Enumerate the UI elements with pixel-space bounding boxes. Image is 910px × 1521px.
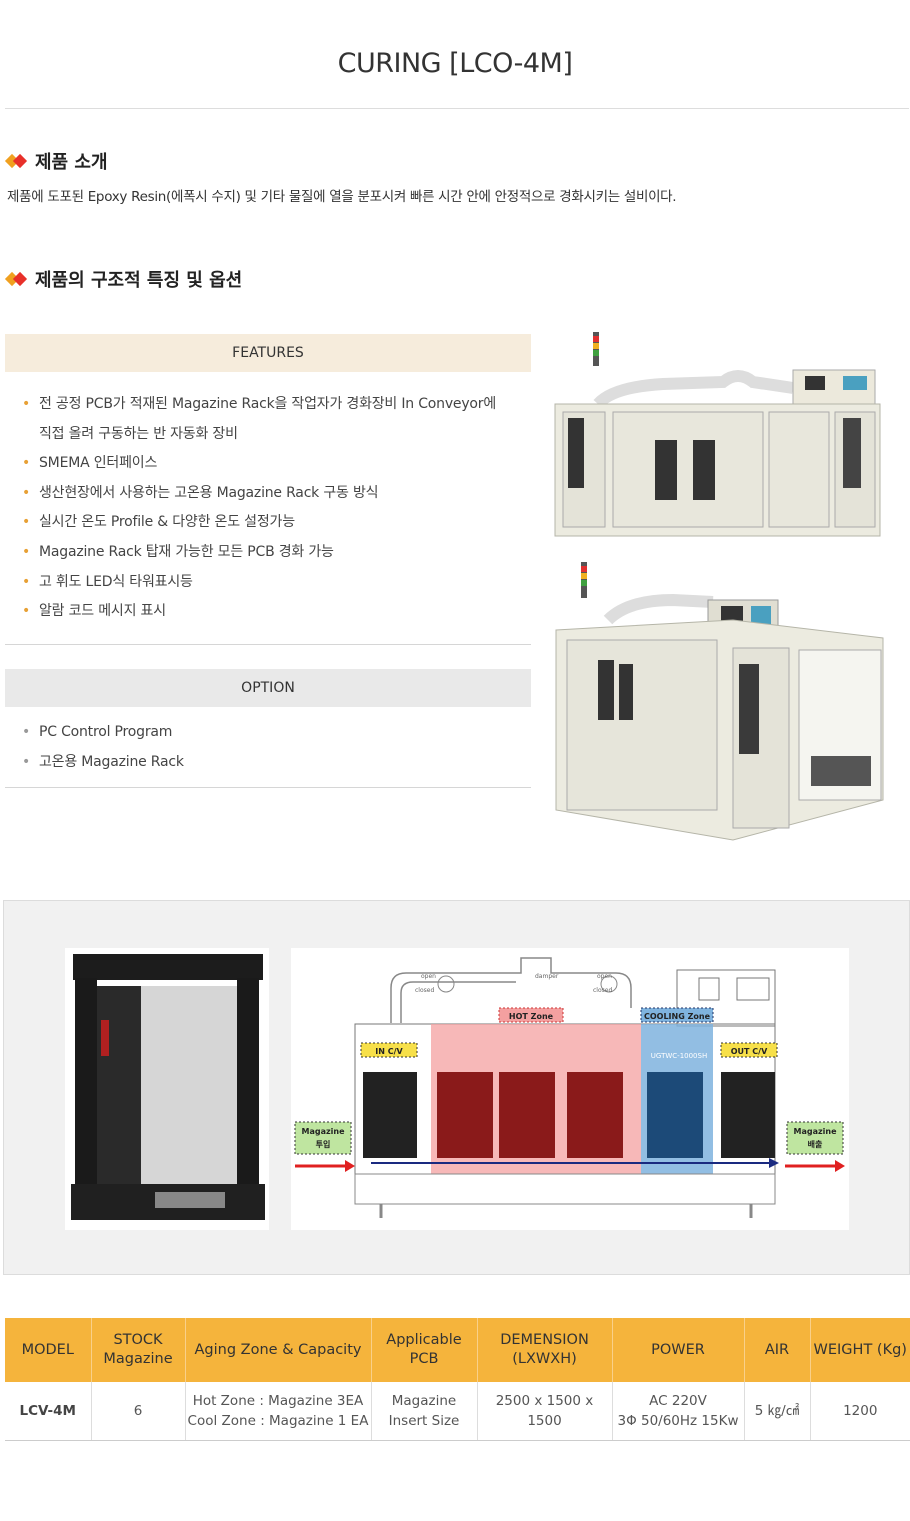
cooling-zone-label: COOLING Zone [644, 1012, 711, 1021]
page-title: CURING [LCO-4M] [337, 48, 573, 79]
intro-heading-text: 제품 소개 [35, 152, 108, 173]
open-label: open [421, 973, 436, 980]
aging-cell: Hot Zone : Magazine 3EA Cool Zone : Maga… [185, 1382, 372, 1441]
option-heading: OPTION [5, 669, 531, 707]
open-label: open [597, 973, 612, 980]
table-header-row: MODEL STOCK Magazine Aging Zone & Capaci… [5, 1318, 910, 1382]
magazine-in-sub-label: 투입 [316, 1139, 331, 1149]
col-header-stock: STOCK Magazine [91, 1318, 186, 1382]
closed-label: closed [593, 987, 612, 994]
model-cell: LCV-4M [5, 1382, 92, 1441]
col-header-model: MODEL [5, 1318, 92, 1382]
list-item: •생산현장에서 사용하는 고온용 Magazine Rack 구동 방식 [22, 484, 379, 501]
option-divider [5, 787, 531, 788]
features-heading: FEATURES [5, 334, 531, 372]
structure-heading-text: 제품의 구조적 특징 및 옵션 [35, 270, 243, 291]
in-cv-label: IN C/V [375, 1047, 403, 1056]
machine-front-image [554, 332, 881, 537]
damper-label: damper [535, 973, 559, 980]
list-item: •고온용 Magazine Rack [22, 753, 184, 770]
out-cv-label: OUT C/V [731, 1047, 768, 1056]
spec-table: MODEL STOCK Magazine Aging Zone & Capaci… [5, 1318, 910, 1441]
list-item: •실시간 온도 Profile & 다양한 온도 설정가능 [22, 514, 295, 531]
list-item: •SMEMA 인터페이스 [22, 455, 158, 472]
diamond-bullet-icon [4, 153, 29, 169]
magazine-in-label: Magazine [301, 1127, 345, 1136]
list-item: •고 휘도 LED식 타워표시등 [22, 573, 193, 590]
air-cell: 5 ㎏/㎠ [744, 1382, 811, 1441]
weight-cell: 1200 [810, 1382, 910, 1441]
list-item: •PC Control Program [22, 724, 173, 740]
magazine-out-label: Magazine [793, 1127, 837, 1136]
power-cell: AC 220V 3Φ 50/60Hz 15Kw [612, 1382, 745, 1441]
pcb-cell: Magazine Insert Size [371, 1382, 478, 1441]
diagram-panel: open closed damper open closed HOT Zone … [3, 900, 910, 1275]
structure-heading: 제품의 구조적 특징 및 옵션 [4, 266, 243, 292]
machine-angle-image [555, 562, 884, 841]
intro-heading: 제품 소개 [4, 148, 108, 174]
col-header-air: AIR [744, 1318, 811, 1382]
features-list: •전 공정 PCB가 적재된 Magazine Rack을 작업자가 경화장비 … [22, 390, 527, 627]
table-row: LCV-4M 6 Hot Zone : Magazine 3EA Cool Zo… [5, 1382, 910, 1441]
diamond-bullet-icon [4, 271, 29, 287]
magazine-out-sub-label: 배출 [808, 1139, 823, 1149]
option-list: •PC Control Program •고온용 Magazine Rack [22, 718, 184, 777]
list-item: •알람 코드 메시지 표시 [22, 603, 166, 620]
stock-cell: 6 [91, 1382, 186, 1441]
list-item: •전 공정 PCB가 적재된 Magazine Rack을 작업자가 경화장비 … [22, 396, 497, 412]
features-divider [5, 644, 531, 645]
ugtwc-label: UGTWC-1000SH [651, 1052, 707, 1060]
list-item: •Magazine Rack 탑재 가능한 모든 PCB 경화 가능 [22, 543, 334, 560]
hot-zone-label: HOT Zone [509, 1012, 554, 1021]
col-header-power: POWER [612, 1318, 745, 1382]
closed-label: closed [415, 987, 434, 994]
magazine-rack-image [65, 948, 269, 1230]
col-header-aging: Aging Zone & Capacity [185, 1318, 372, 1382]
title-divider [5, 108, 909, 109]
col-header-dimension: DEMENSION (LXWXH) [477, 1318, 613, 1382]
list-item-continuation: 직접 올려 구동하는 반 자동화 장비 [39, 425, 238, 442]
process-diagram: open closed damper open closed HOT Zone … [291, 948, 849, 1230]
intro-text: 제품에 도포된 Epoxy Resin(에폭시 수지) 및 기타 물질에 열을 … [7, 189, 677, 205]
col-header-weight: WEIGHT (Kg) [810, 1318, 910, 1382]
col-header-pcb: Applicable PCB [371, 1318, 478, 1382]
dimension-cell: 2500 x 1500 x 1500 [477, 1382, 613, 1441]
